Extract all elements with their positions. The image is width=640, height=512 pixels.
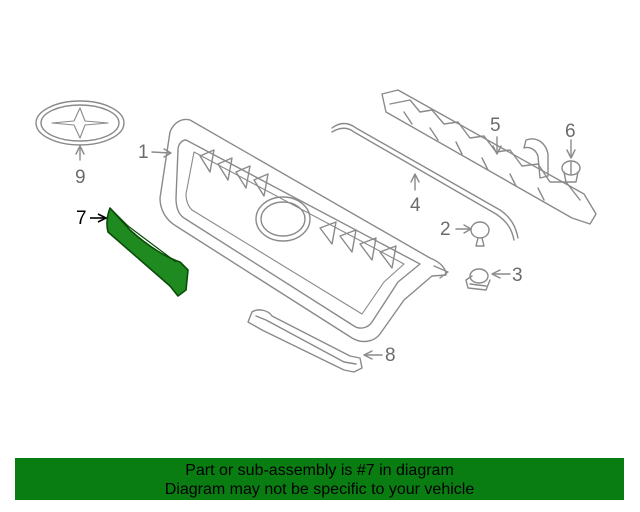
garnish-part-7 (90, 207, 189, 297)
callout-5: 5 (490, 115, 501, 136)
grille-part-1 (151, 118, 449, 343)
callout-4: 4 (410, 195, 421, 216)
callout-2: 2 (440, 219, 451, 240)
callout-6: 6 (565, 121, 576, 142)
bracket-part-5 (381, 89, 597, 225)
push-clip-part-2 (455, 221, 490, 247)
emblem-part-9 (35, 100, 125, 161)
callout-3: 3 (512, 265, 523, 286)
info-banner: Part or sub-assembly is #7 in diagram Di… (15, 458, 624, 500)
bolt-part-3 (465, 268, 511, 291)
clip-part-6 (561, 139, 581, 183)
callout-7: 7 (76, 208, 87, 229)
callout-9: 9 (75, 167, 86, 188)
lower-trim-part-8 (247, 309, 383, 373)
banner-line-1: Part or sub-assembly is #7 in diagram (185, 462, 454, 479)
parts-diagram (35, 89, 597, 373)
callout-1: 1 (138, 142, 149, 163)
banner-line-2: Diagram may not be specific to your vehi… (164, 481, 475, 498)
molding-strip-part-4 (331, 122, 519, 241)
callout-8: 8 (385, 345, 396, 366)
